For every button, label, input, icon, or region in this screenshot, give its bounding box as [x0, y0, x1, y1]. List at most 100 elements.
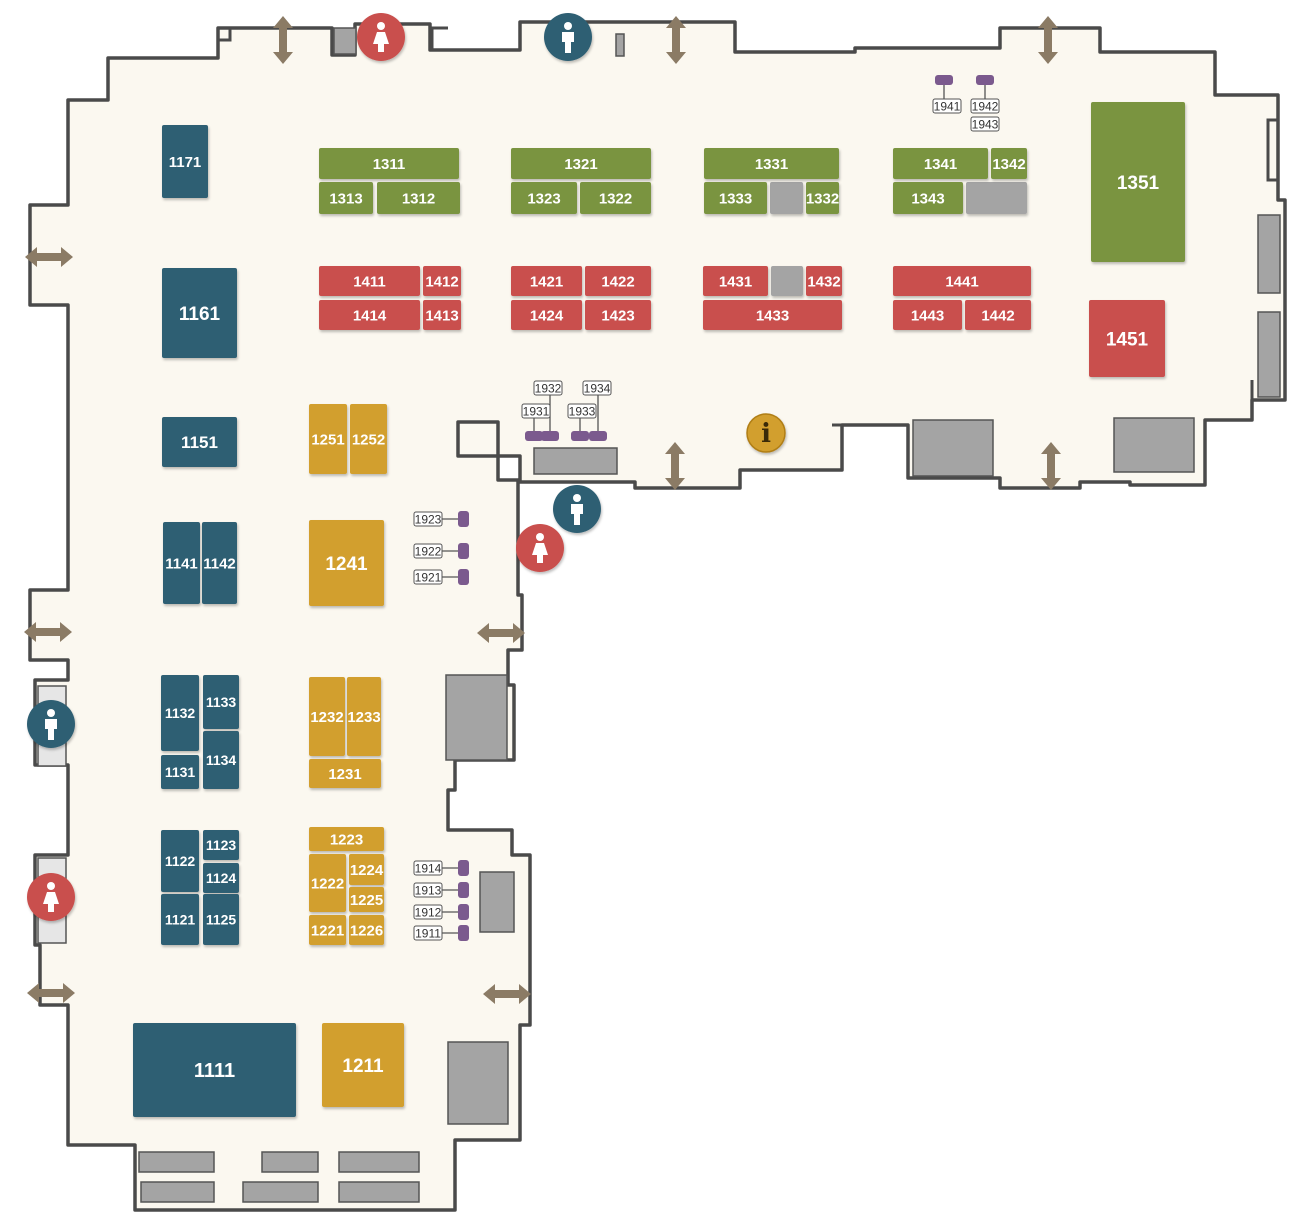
- booth-block[interactable]: [377, 182, 460, 214]
- booth-gold[interactable]: 1224: [349, 854, 384, 885]
- mens-restroom-icon[interactable]: [27, 700, 75, 748]
- kiosk-pin[interactable]: [571, 431, 589, 441]
- booth-block[interactable]: [349, 915, 384, 945]
- booth-red[interactable]: 1424: [511, 300, 582, 330]
- booth-green[interactable]: 1341: [893, 148, 988, 179]
- kiosk[interactable]: 1934: [582, 380, 612, 441]
- booth-block[interactable]: [585, 266, 651, 296]
- kiosk-pin[interactable]: [458, 511, 469, 527]
- booth-block[interactable]: [202, 522, 237, 604]
- booth-blue[interactable]: 1131: [161, 755, 199, 789]
- booth-block[interactable]: [704, 148, 839, 179]
- womens-restroom-icon[interactable]: [516, 524, 564, 572]
- kiosk-pin[interactable]: [541, 431, 559, 441]
- information-point[interactable]: i: [746, 413, 786, 453]
- booth-red[interactable]: 1411: [319, 266, 420, 296]
- booth-red[interactable]: 1412: [423, 266, 461, 296]
- booth-block[interactable]: [965, 300, 1031, 330]
- booth-red[interactable]: 1423: [585, 300, 651, 330]
- booth-block[interactable]: [161, 675, 199, 751]
- booth-block[interactable]: [203, 731, 239, 789]
- kiosk[interactable]: 1921: [413, 569, 469, 585]
- booth-red[interactable]: 1422: [585, 266, 651, 296]
- booth-block[interactable]: [704, 182, 767, 214]
- booth-block[interactable]: [350, 404, 387, 474]
- womens-restroom-icon[interactable]: [27, 873, 75, 921]
- booth-block[interactable]: [511, 148, 651, 179]
- booth-blue[interactable]: 1111: [133, 1023, 296, 1117]
- booth-block[interactable]: [203, 830, 239, 860]
- booth-block[interactable]: [309, 759, 381, 788]
- booth-green[interactable]: 1332: [806, 182, 839, 214]
- kiosk[interactable]: 1913: [413, 882, 469, 898]
- kiosk[interactable]: 1942: [970, 75, 1000, 114]
- booth-gold[interactable]: 1232: [309, 677, 345, 756]
- booth-green[interactable]: 1323: [511, 182, 577, 214]
- booth-blue[interactable]: 1134: [203, 731, 239, 789]
- booth-block[interactable]: [161, 755, 199, 789]
- kiosk[interactable]: 1911: [413, 925, 469, 941]
- booth-block[interactable]: [806, 266, 842, 296]
- booth-block[interactable]: [161, 894, 199, 945]
- booth-gold[interactable]: 1231: [309, 759, 381, 788]
- mens-restroom-icon[interactable]: [553, 485, 601, 533]
- booth-block[interactable]: [585, 300, 651, 330]
- booth-green[interactable]: 1331: [704, 148, 839, 179]
- kiosk[interactable]: 1914: [413, 860, 469, 876]
- booth-block[interactable]: [133, 1023, 296, 1117]
- booth-red[interactable]: 1432: [806, 266, 842, 296]
- booth-blue[interactable]: 1121: [161, 894, 199, 945]
- booth-block[interactable]: [319, 266, 420, 296]
- booth-block[interactable]: [423, 300, 461, 330]
- kiosk-pin[interactable]: [458, 904, 469, 920]
- booth-green[interactable]: 1351: [1091, 102, 1185, 262]
- booth-block[interactable]: [991, 148, 1027, 179]
- booth-block[interactable]: [309, 915, 346, 945]
- booth-block[interactable]: [893, 300, 962, 330]
- booth-gold[interactable]: 1222: [309, 854, 346, 912]
- booth-block[interactable]: [309, 520, 384, 606]
- kiosk[interactable]: 1912: [413, 904, 469, 920]
- kiosk-pin[interactable]: [525, 431, 543, 441]
- booth-block[interactable]: [161, 830, 199, 892]
- booth-block[interactable]: [162, 125, 208, 198]
- booth-block[interactable]: [703, 300, 842, 330]
- kiosk[interactable]: 1941: [932, 75, 962, 114]
- booth-blue[interactable]: 1122: [161, 830, 199, 892]
- kiosk-pin[interactable]: [976, 75, 994, 85]
- booth-block[interactable]: [309, 854, 346, 912]
- booth-block[interactable]: [580, 182, 651, 214]
- booth-block[interactable]: [319, 300, 420, 330]
- booth-gold[interactable]: 1233: [347, 677, 381, 756]
- booth-green[interactable]: 1342: [991, 148, 1027, 179]
- booth-block[interactable]: [806, 182, 839, 214]
- booth-blue[interactable]: 1123: [203, 830, 239, 860]
- booth-red[interactable]: 1421: [511, 266, 582, 296]
- booth-block[interactable]: [703, 266, 768, 296]
- booth-blue[interactable]: 1142: [202, 522, 237, 604]
- booth-block[interactable]: [309, 404, 347, 474]
- booth-block[interactable]: [309, 677, 345, 756]
- booth-block[interactable]: [511, 182, 577, 214]
- booth-green[interactable]: 1312: [377, 182, 460, 214]
- booth-gold[interactable]: 1241: [309, 520, 384, 606]
- booth-blue[interactable]: 1125: [203, 894, 239, 945]
- booth-gold[interactable]: 1252: [350, 404, 387, 474]
- booth-block[interactable]: [349, 854, 384, 885]
- kiosk[interactable]: 1933: [567, 403, 597, 441]
- booth-gold[interactable]: 1221: [309, 915, 346, 945]
- womens-restroom-icon[interactable]: [357, 13, 405, 61]
- kiosk[interactable]: 1922: [413, 543, 469, 559]
- booth-block[interactable]: [319, 148, 459, 179]
- booth-block[interactable]: [322, 1023, 404, 1107]
- kiosk-pin[interactable]: [458, 860, 469, 876]
- booth-block[interactable]: [893, 148, 988, 179]
- booth-block[interactable]: [203, 894, 239, 945]
- kiosk-pin[interactable]: [935, 75, 953, 85]
- booth-red[interactable]: 1414: [319, 300, 420, 330]
- booth-green[interactable]: 1321: [511, 148, 651, 179]
- booth-block[interactable]: [309, 827, 384, 851]
- kiosk-pin[interactable]: [458, 882, 469, 898]
- booth-red[interactable]: 1431: [703, 266, 768, 296]
- booth-red[interactable]: 1451: [1089, 300, 1165, 377]
